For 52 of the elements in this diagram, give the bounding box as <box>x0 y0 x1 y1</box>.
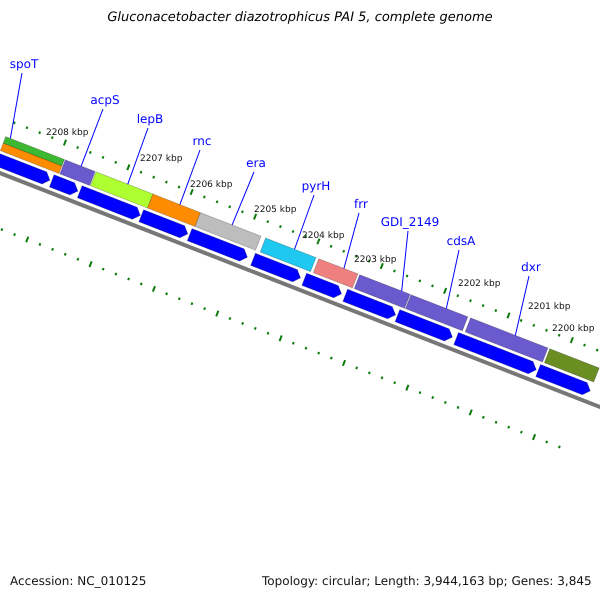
footer-text: Topology: circular; Length: 3,944,163 bp; Genes: 3,845 <box>262 575 592 587</box>
gene-label: frr <box>354 198 368 210</box>
gene-block <box>394 309 453 342</box>
leader-line <box>401 230 408 292</box>
leader-line <box>446 250 460 309</box>
gene-label: dxr <box>521 261 541 273</box>
gene-block <box>535 364 591 396</box>
gene-block <box>404 294 468 332</box>
scale-label: 2200 kbp <box>552 325 594 334</box>
leader-line <box>514 276 530 336</box>
leader-line <box>343 212 360 269</box>
gene-block <box>59 159 96 186</box>
gene-label: acpS <box>90 94 120 106</box>
gene-label: pyrH <box>302 180 330 192</box>
gene-block <box>146 193 201 228</box>
scale-label: 2202 kbp <box>458 280 500 289</box>
scale-label: 2207 kbp <box>140 155 182 164</box>
gene-block <box>453 332 537 374</box>
footer-text: Accession: NC_010125 <box>10 575 146 587</box>
gene-block <box>76 185 141 220</box>
gene-block <box>186 228 248 262</box>
gene-block <box>301 272 342 298</box>
leader-line <box>179 150 200 206</box>
gene-label: cdsA <box>446 235 476 247</box>
gene-block <box>260 237 317 272</box>
gene-block <box>138 209 188 238</box>
scale-label: 2201 kbp <box>528 303 570 312</box>
title: Gluconacetobacter diazotrophicus PAI 5, complete genome <box>106 11 494 24</box>
gene-block <box>0 152 50 184</box>
gene-label: GDI_2149 <box>380 216 440 228</box>
gene-block <box>2 136 65 167</box>
gene-block <box>250 252 301 282</box>
scale-label: 2206 kbp <box>190 181 232 190</box>
gene-block <box>0 142 62 174</box>
gene-block <box>194 212 262 251</box>
gene-block <box>544 348 600 383</box>
leader-line <box>232 172 254 226</box>
gene-label: spoT <box>10 58 38 70</box>
gene-block <box>342 288 396 320</box>
gene-label: lepB <box>136 113 164 125</box>
gene-block <box>464 317 548 363</box>
scale-label: 2203 kbp <box>354 256 396 265</box>
leader-line <box>127 128 148 185</box>
gene-label: rnc <box>192 135 212 147</box>
gene-block <box>354 274 411 309</box>
scale-label: 2205 kbp <box>254 206 296 215</box>
scale-label: 2204 kbp <box>302 232 344 241</box>
scale-label: 2208 kbp <box>46 129 88 138</box>
leader-line <box>294 194 314 250</box>
gene-block <box>90 171 154 209</box>
gene-block <box>48 174 78 196</box>
gene-label: era <box>246 157 266 169</box>
